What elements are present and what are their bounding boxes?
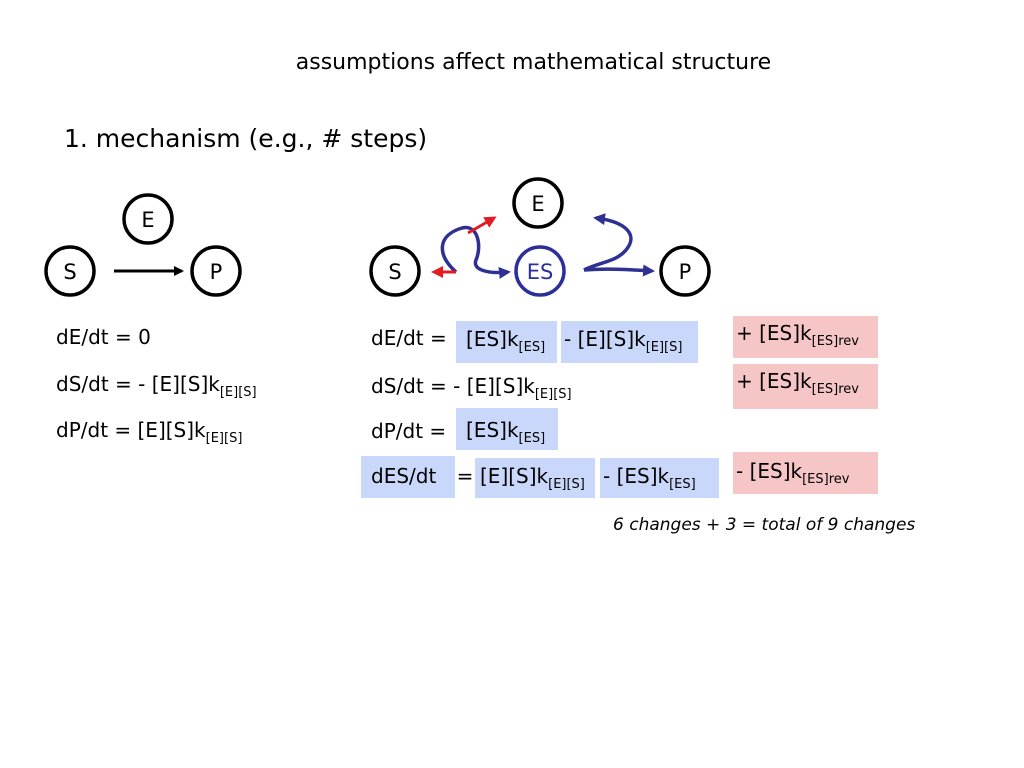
release-enzyme-arrow bbox=[467, 216, 497, 235]
rate-subscript: [E][S] bbox=[548, 477, 585, 492]
equals-sign: = bbox=[455, 463, 475, 489]
slide-title: assumptions affect mathematical structur… bbox=[295, 50, 772, 75]
rate-subscript: [E][S] bbox=[205, 431, 243, 446]
highlight-term: - [E][S]k[E][S] bbox=[561, 321, 698, 363]
reverse-term: + [ES]k[ES]rev bbox=[733, 364, 878, 409]
equation-text: dS/dt = - [E][S]k bbox=[56, 372, 220, 396]
rate-subscript: [ES]rev bbox=[811, 382, 860, 397]
highlight-term: [E][S]k[E][S] bbox=[475, 458, 595, 498]
catalysis-product-arrow bbox=[583, 264, 655, 277]
right-eq-dE: dE/dt = bbox=[371, 325, 447, 351]
reverse-term: + [ES]k[ES]rev bbox=[733, 316, 878, 358]
left-eq-dS: dS/dt = - [E][S]k[E][S] bbox=[56, 371, 257, 400]
equation-lhs: dP/dt = bbox=[371, 419, 447, 443]
right-eq-dP: dP/dt = bbox=[371, 418, 446, 444]
equation-text: = bbox=[456, 464, 474, 488]
binding-arrow bbox=[440, 225, 511, 279]
highlight-term: [ES]k[ES] bbox=[456, 408, 558, 450]
equation-term: [E][S]k bbox=[480, 464, 549, 488]
node-enzyme-label: E bbox=[141, 208, 154, 232]
section-heading: 1. mechanism (e.g., # steps) bbox=[64, 124, 428, 153]
highlight-term: [ES]k[ES] bbox=[456, 321, 557, 363]
rate-subscript: [ES] bbox=[669, 477, 696, 492]
node-product-label: P bbox=[210, 260, 223, 284]
equation-term: [ES]k bbox=[466, 418, 519, 442]
equation-term: - [ES]k bbox=[736, 459, 803, 483]
left-diagram: E S P bbox=[44, 193, 242, 297]
node-enzyme-label: E bbox=[531, 192, 544, 216]
equation-term: - [ES]k bbox=[603, 464, 670, 488]
rate-subscript: [ES]rev bbox=[802, 472, 850, 487]
left-eq-dP: dP/dt = [E][S]k[E][S] bbox=[56, 417, 243, 446]
rate-subscript: [ES] bbox=[518, 431, 546, 446]
rate-subscript: [ES] bbox=[518, 340, 546, 355]
equation-text: dP/dt = [E][S]k bbox=[56, 418, 206, 442]
highlight-term: dES/dt bbox=[361, 456, 455, 498]
node-enzyme bbox=[512, 177, 564, 229]
left-eq-dE: dE/dt = 0 bbox=[56, 324, 151, 350]
rate-subscript: [E][S] bbox=[645, 340, 683, 355]
rate-subscript: [E][S] bbox=[219, 385, 257, 400]
node-product bbox=[190, 245, 242, 297]
node-substrate-label: S bbox=[388, 260, 401, 284]
equation-term: + [ES]k bbox=[736, 321, 812, 345]
node-substrate bbox=[369, 245, 421, 297]
node-product-label: P bbox=[679, 260, 692, 284]
rate-subscript: [E][S] bbox=[534, 387, 572, 402]
change-count-note: 6 changes + 3 = total of 9 changes bbox=[613, 515, 916, 535]
rate-subscript: [ES]rev bbox=[811, 334, 860, 349]
node-enzyme bbox=[122, 193, 174, 245]
right-diagram: E S ES P bbox=[369, 177, 711, 297]
equation-term: + [ES]k bbox=[736, 369, 812, 393]
equation-term: - [E][S]k bbox=[564, 327, 646, 351]
equation-lhs: dE/dt = bbox=[371, 326, 447, 350]
equation-text: dE/dt = 0 bbox=[56, 325, 151, 349]
node-substrate-label: S bbox=[63, 260, 76, 284]
highlight-term: - [ES]k[ES] bbox=[600, 458, 719, 498]
equation-term: [ES]k bbox=[466, 327, 519, 351]
catalysis-enzyme-arrow bbox=[583, 213, 633, 272]
right-eq-dS: dS/dt = - [E][S]k[E][S] bbox=[371, 373, 572, 402]
node-complex bbox=[514, 245, 566, 297]
equation-text: dS/dt = - [E][S]k bbox=[371, 374, 535, 398]
node-substrate bbox=[44, 245, 96, 297]
reverse-term: - [ES]k[ES]rev bbox=[733, 452, 878, 494]
equation-lhs: dES/dt bbox=[371, 464, 437, 488]
node-complex-label: ES bbox=[527, 260, 554, 284]
node-product bbox=[659, 245, 711, 297]
